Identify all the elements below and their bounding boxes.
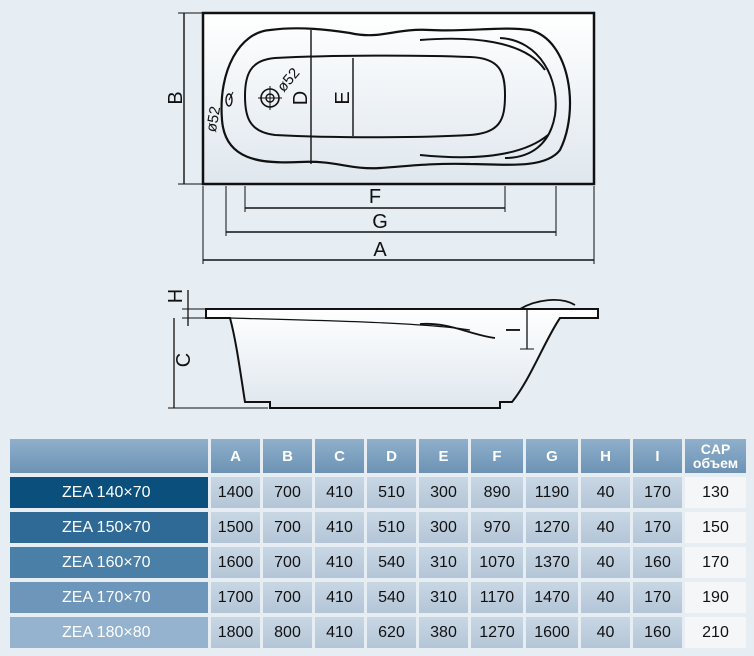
dimension-cell: 1070 [471,547,523,578]
column-header: I [633,439,682,473]
dim-label-h: H [165,289,187,303]
overflow-diameter-label: ø52 [203,105,224,133]
table-header-row: A B C D E F G H I CAP объем [10,439,746,473]
capacity-cell: 190 [685,582,746,613]
dimension-cell: 1500 [211,512,260,543]
column-header: H [581,439,630,473]
capacity-header: CAP объем [685,439,746,473]
dimension-cell: 300 [419,477,468,508]
model-name-cell: ZEA 140×70 [10,477,208,508]
dimension-cell: 1170 [471,582,523,613]
dimension-cell: 410 [315,512,364,543]
dimension-cell: 1270 [471,617,523,648]
dimension-cell: 410 [315,547,364,578]
dimension-cell: 1370 [526,547,578,578]
dimension-cell: 1700 [211,582,260,613]
dimension-cell: 1400 [211,477,260,508]
dim-label-i: I [503,327,525,333]
dimension-cell: 410 [315,582,364,613]
dimension-cell: 40 [581,512,630,543]
model-header [10,439,208,473]
dimension-cell: 170 [633,582,682,613]
dimension-cell: 380 [419,617,468,648]
dimension-cell: 800 [263,617,312,648]
dimension-cell: 970 [471,512,523,543]
dimension-cell: 510 [367,512,416,543]
dimension-cell: 310 [419,582,468,613]
dimension-cell: 540 [367,582,416,613]
dimension-cell: 1600 [526,617,578,648]
dimension-cell: 40 [581,582,630,613]
dimension-cell: 300 [419,512,468,543]
basin-inner-contour [419,37,557,159]
dim-label-g: G [372,211,388,233]
tub-profile-side [205,308,599,409]
capacity-header-line2: объем [692,455,739,471]
dimension-cell: 410 [315,477,364,508]
basin-floor [243,54,507,139]
column-header: G [526,439,578,473]
dimension-cell: 1470 [526,582,578,613]
column-header: D [367,439,416,473]
top-view: B D E ø52 ø52 F G A [165,11,596,264]
dim-label-f: F [369,186,381,208]
column-header: A [211,439,260,473]
dimension-cell: 700 [263,582,312,613]
dimension-cell: 170 [633,512,682,543]
dimension-cell: 310 [419,547,468,578]
model-name-cell: ZEA 150×70 [10,512,208,543]
dimension-cell: 160 [633,617,682,648]
dimension-cell: 620 [367,617,416,648]
dimension-cell: 40 [581,547,630,578]
column-header: C [315,439,364,473]
dimension-cell: 1800 [211,617,260,648]
dim-label-b: B [165,91,187,104]
capacity-cell: 150 [685,512,746,543]
dimension-cell: 1190 [526,477,578,508]
dimension-cell: 160 [633,547,682,578]
model-name-cell: ZEA 180×80 [10,617,208,648]
side-view: H C I [165,289,599,409]
dimension-cell: 1600 [211,547,260,578]
capacity-header-line1: CAP [700,441,731,457]
column-header: B [263,439,312,473]
column-header: E [419,439,468,473]
dim-label-a: A [373,239,387,261]
dim-label-e: E [332,91,354,104]
dimension-cell: 700 [263,547,312,578]
dimension-cell: 700 [263,512,312,543]
overflow-hole [225,93,233,107]
dimension-cell: 40 [581,477,630,508]
dimension-cell: 1270 [526,512,578,543]
dimension-cell: 410 [315,617,364,648]
dimension-cell: 700 [263,477,312,508]
dimension-cell: 510 [367,477,416,508]
capacity-cell: 130 [685,477,746,508]
headrest-profile [519,299,576,310]
dim-label-c: C [173,353,195,367]
dimension-cell: 40 [581,617,630,648]
bathtub-drawing: B D E ø52 ø52 F G A H [165,11,599,409]
capacity-cell: 210 [685,617,746,648]
dimension-cell: 540 [367,547,416,578]
basin-outer-contour [220,27,572,170]
model-name-cell: ZEA 170×70 [10,582,208,613]
dimension-cell: 170 [633,477,682,508]
column-header: F [471,439,523,473]
capacity-cell: 170 [685,547,746,578]
dimension-cell: 890 [471,477,523,508]
dim-label-d: D [290,91,312,105]
model-name-cell: ZEA 160×70 [10,547,208,578]
